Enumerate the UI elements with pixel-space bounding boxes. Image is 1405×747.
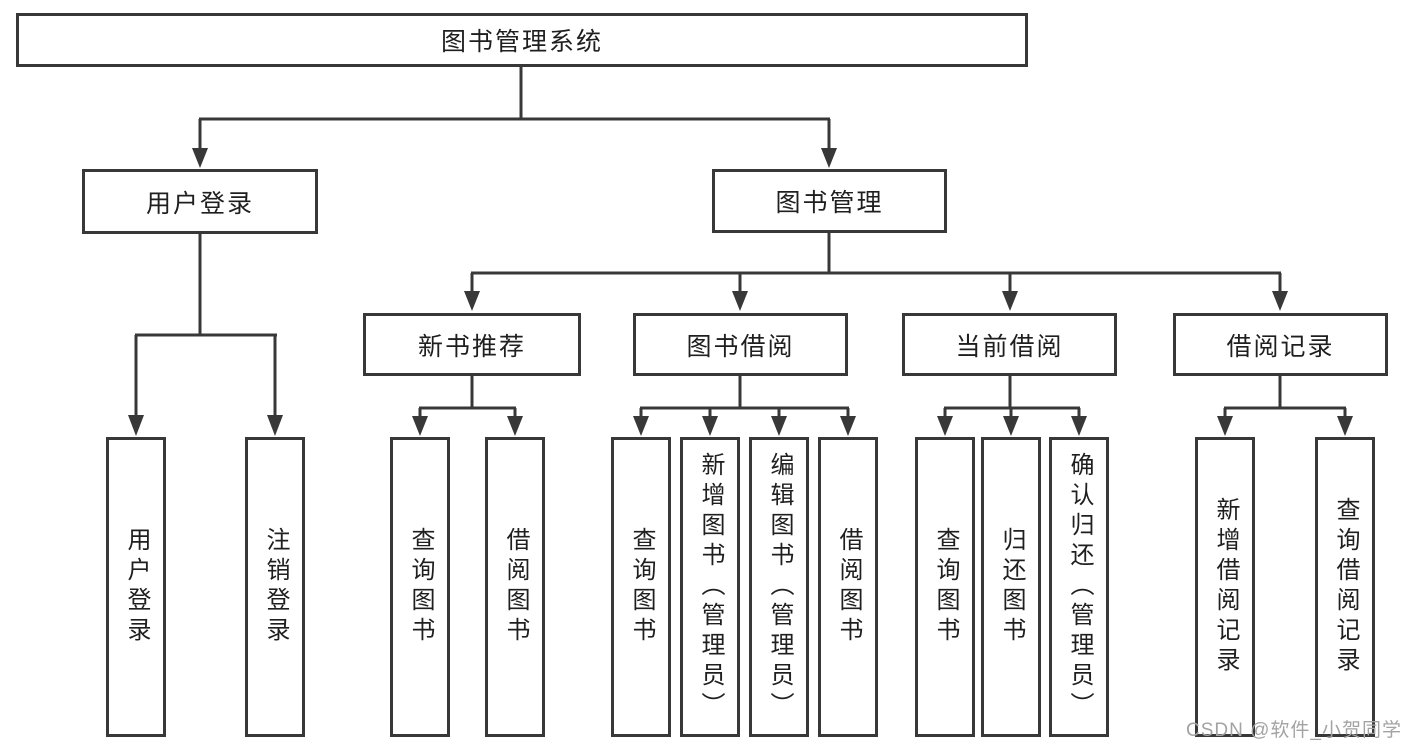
node-label: 确认归还（管理员） — [1066, 452, 1093, 722]
leaf-return-book: 归还图书 — [981, 437, 1041, 737]
arrowhead-icon — [464, 291, 480, 311]
node-user-login: 用户登录 — [82, 169, 318, 234]
node-label: 查询借阅记录 — [1332, 497, 1359, 677]
leaf-query-books-recommend: 查询图书 — [390, 437, 450, 737]
leaf-query-books-current: 查询图书 — [915, 437, 975, 737]
arrowhead-icon — [1272, 291, 1288, 311]
leaf-logout: 注销登录 — [245, 437, 305, 737]
node-label: 新增图书（管理员） — [697, 452, 724, 722]
arrowhead-icon — [633, 416, 649, 436]
node-label: 查询图书 — [932, 527, 959, 647]
node-new-book-recommend: 新书推荐 — [363, 313, 581, 376]
connector-user-login-to-leaves — [128, 234, 283, 436]
arrowhead-icon — [702, 416, 718, 436]
arrowhead-icon — [1217, 416, 1233, 436]
node-label: 查询图书 — [628, 527, 655, 647]
arrowhead-icon — [937, 416, 953, 436]
arrowhead-icon — [1337, 416, 1353, 436]
node-label: 查询图书 — [407, 527, 434, 647]
leaf-borrow-books: 借阅图书 — [818, 437, 878, 737]
arrowhead-icon — [732, 291, 748, 311]
leaf-confirm-return-admin: 确认归还（管理员） — [1049, 437, 1109, 737]
node-label: 借阅记录 — [1226, 332, 1335, 361]
arrowhead-icon — [507, 416, 523, 436]
arrowhead-icon — [192, 148, 208, 168]
arrowhead-icon — [1071, 416, 1087, 436]
node-label: 用户登录 — [123, 527, 150, 647]
node-label: 注销登录 — [262, 527, 289, 647]
node-borrow-records: 借阅记录 — [1173, 313, 1388, 376]
leaf-user-login: 用户登录 — [106, 437, 166, 737]
arrowhead-icon — [128, 415, 144, 436]
node-label: 编辑图书（管理员） — [766, 452, 793, 722]
arrowhead-icon — [267, 415, 283, 436]
node-label: 借阅图书 — [502, 527, 529, 647]
connector-book-management-to-level3 — [464, 233, 1288, 311]
leaf-query-borrow-record: 查询借阅记录 — [1315, 437, 1375, 737]
connector-root-to-level2 — [192, 67, 837, 168]
leaf-add-borrow-record: 新增借阅记录 — [1195, 437, 1255, 737]
leaf-add-book-admin: 新增图书（管理员） — [680, 437, 740, 737]
watermark: CSDN @软件_小贺同学 — [1186, 720, 1402, 741]
node-current-borrowing: 当前借阅 — [902, 313, 1117, 376]
node-label: 用户登录 — [145, 189, 254, 218]
arrowhead-icon — [412, 416, 428, 436]
leaf-query-books-borrowing: 查询图书 — [611, 437, 671, 737]
node-label: 当前借阅 — [955, 332, 1064, 361]
node-book-borrowing: 图书借阅 — [633, 313, 848, 376]
arrowhead-icon — [771, 416, 787, 436]
node-label: 图书管理系统 — [440, 28, 603, 56]
arrowhead-icon — [840, 416, 856, 436]
node-label: 借阅图书 — [835, 527, 862, 647]
node-label: 归还图书 — [998, 527, 1025, 647]
node-label: 图书借阅 — [686, 332, 795, 361]
node-label: 新增借阅记录 — [1212, 497, 1239, 677]
node-book-management: 图书管理 — [712, 169, 947, 233]
node-label: 新书推荐 — [417, 332, 526, 361]
arrowhead-icon — [1002, 291, 1018, 311]
arrowhead-icon — [1003, 416, 1019, 436]
leaf-borrow-books-recommend: 借阅图书 — [485, 437, 545, 737]
arrowhead-icon — [821, 148, 837, 168]
node-label: 图书管理 — [775, 189, 884, 217]
connector-level3-to-leaves — [412, 376, 1353, 436]
leaf-edit-book-admin: 编辑图书（管理员） — [749, 437, 809, 737]
node-root: 图书管理系统 — [16, 13, 1028, 67]
